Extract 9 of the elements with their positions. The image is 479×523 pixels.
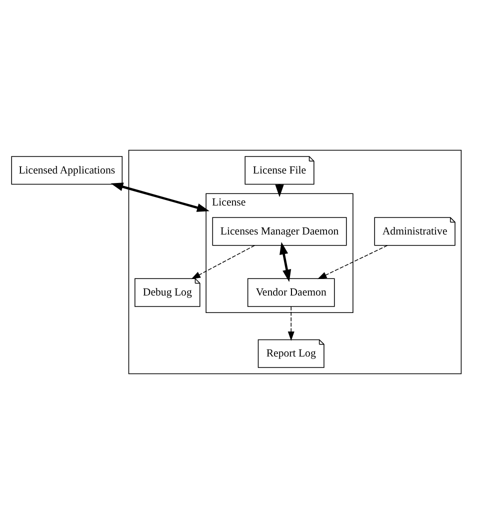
arrow [191,244,256,279]
arrow [288,306,294,340]
node-box: Vendor Daemon [247,278,335,306]
node-box: Licenses Manager Daemon [212,216,347,246]
cluster [128,149,462,374]
arrow [110,182,210,212]
arrow [280,242,292,282]
arrow [317,244,388,279]
node-box: Licensed Applications [11,156,123,184]
